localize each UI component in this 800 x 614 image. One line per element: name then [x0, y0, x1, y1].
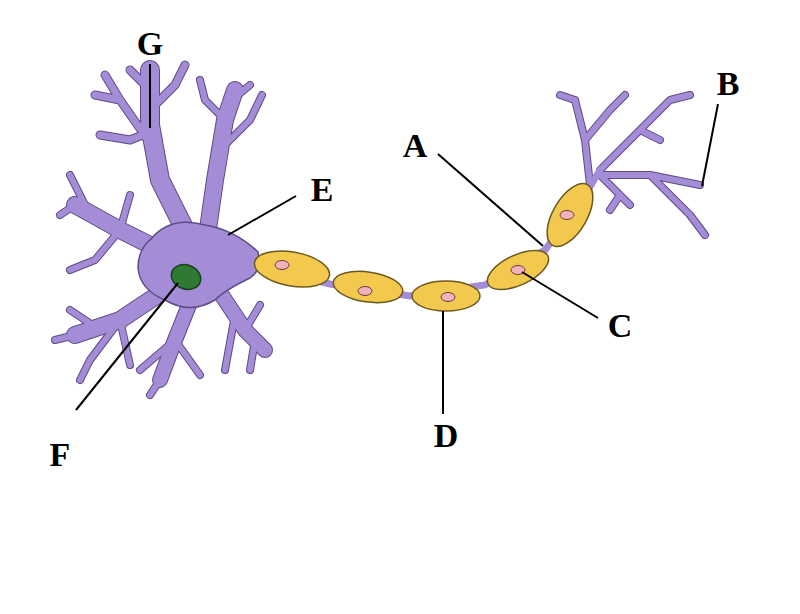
part-letter: F	[50, 438, 71, 472]
part-letter: E	[311, 173, 334, 207]
myelin-sheath	[252, 176, 603, 311]
cell-body	[138, 222, 259, 307]
dendrites-outline	[55, 65, 705, 395]
part-letter: B	[717, 67, 740, 101]
dendrites	[55, 65, 705, 395]
part-letter: D	[434, 419, 459, 453]
part-letter: G	[137, 27, 163, 61]
part-letter: A	[403, 129, 428, 163]
schwann-nuclei	[275, 211, 574, 302]
axon	[240, 170, 600, 296]
part-letter: C	[608, 309, 633, 343]
leader-lines	[76, 64, 718, 414]
